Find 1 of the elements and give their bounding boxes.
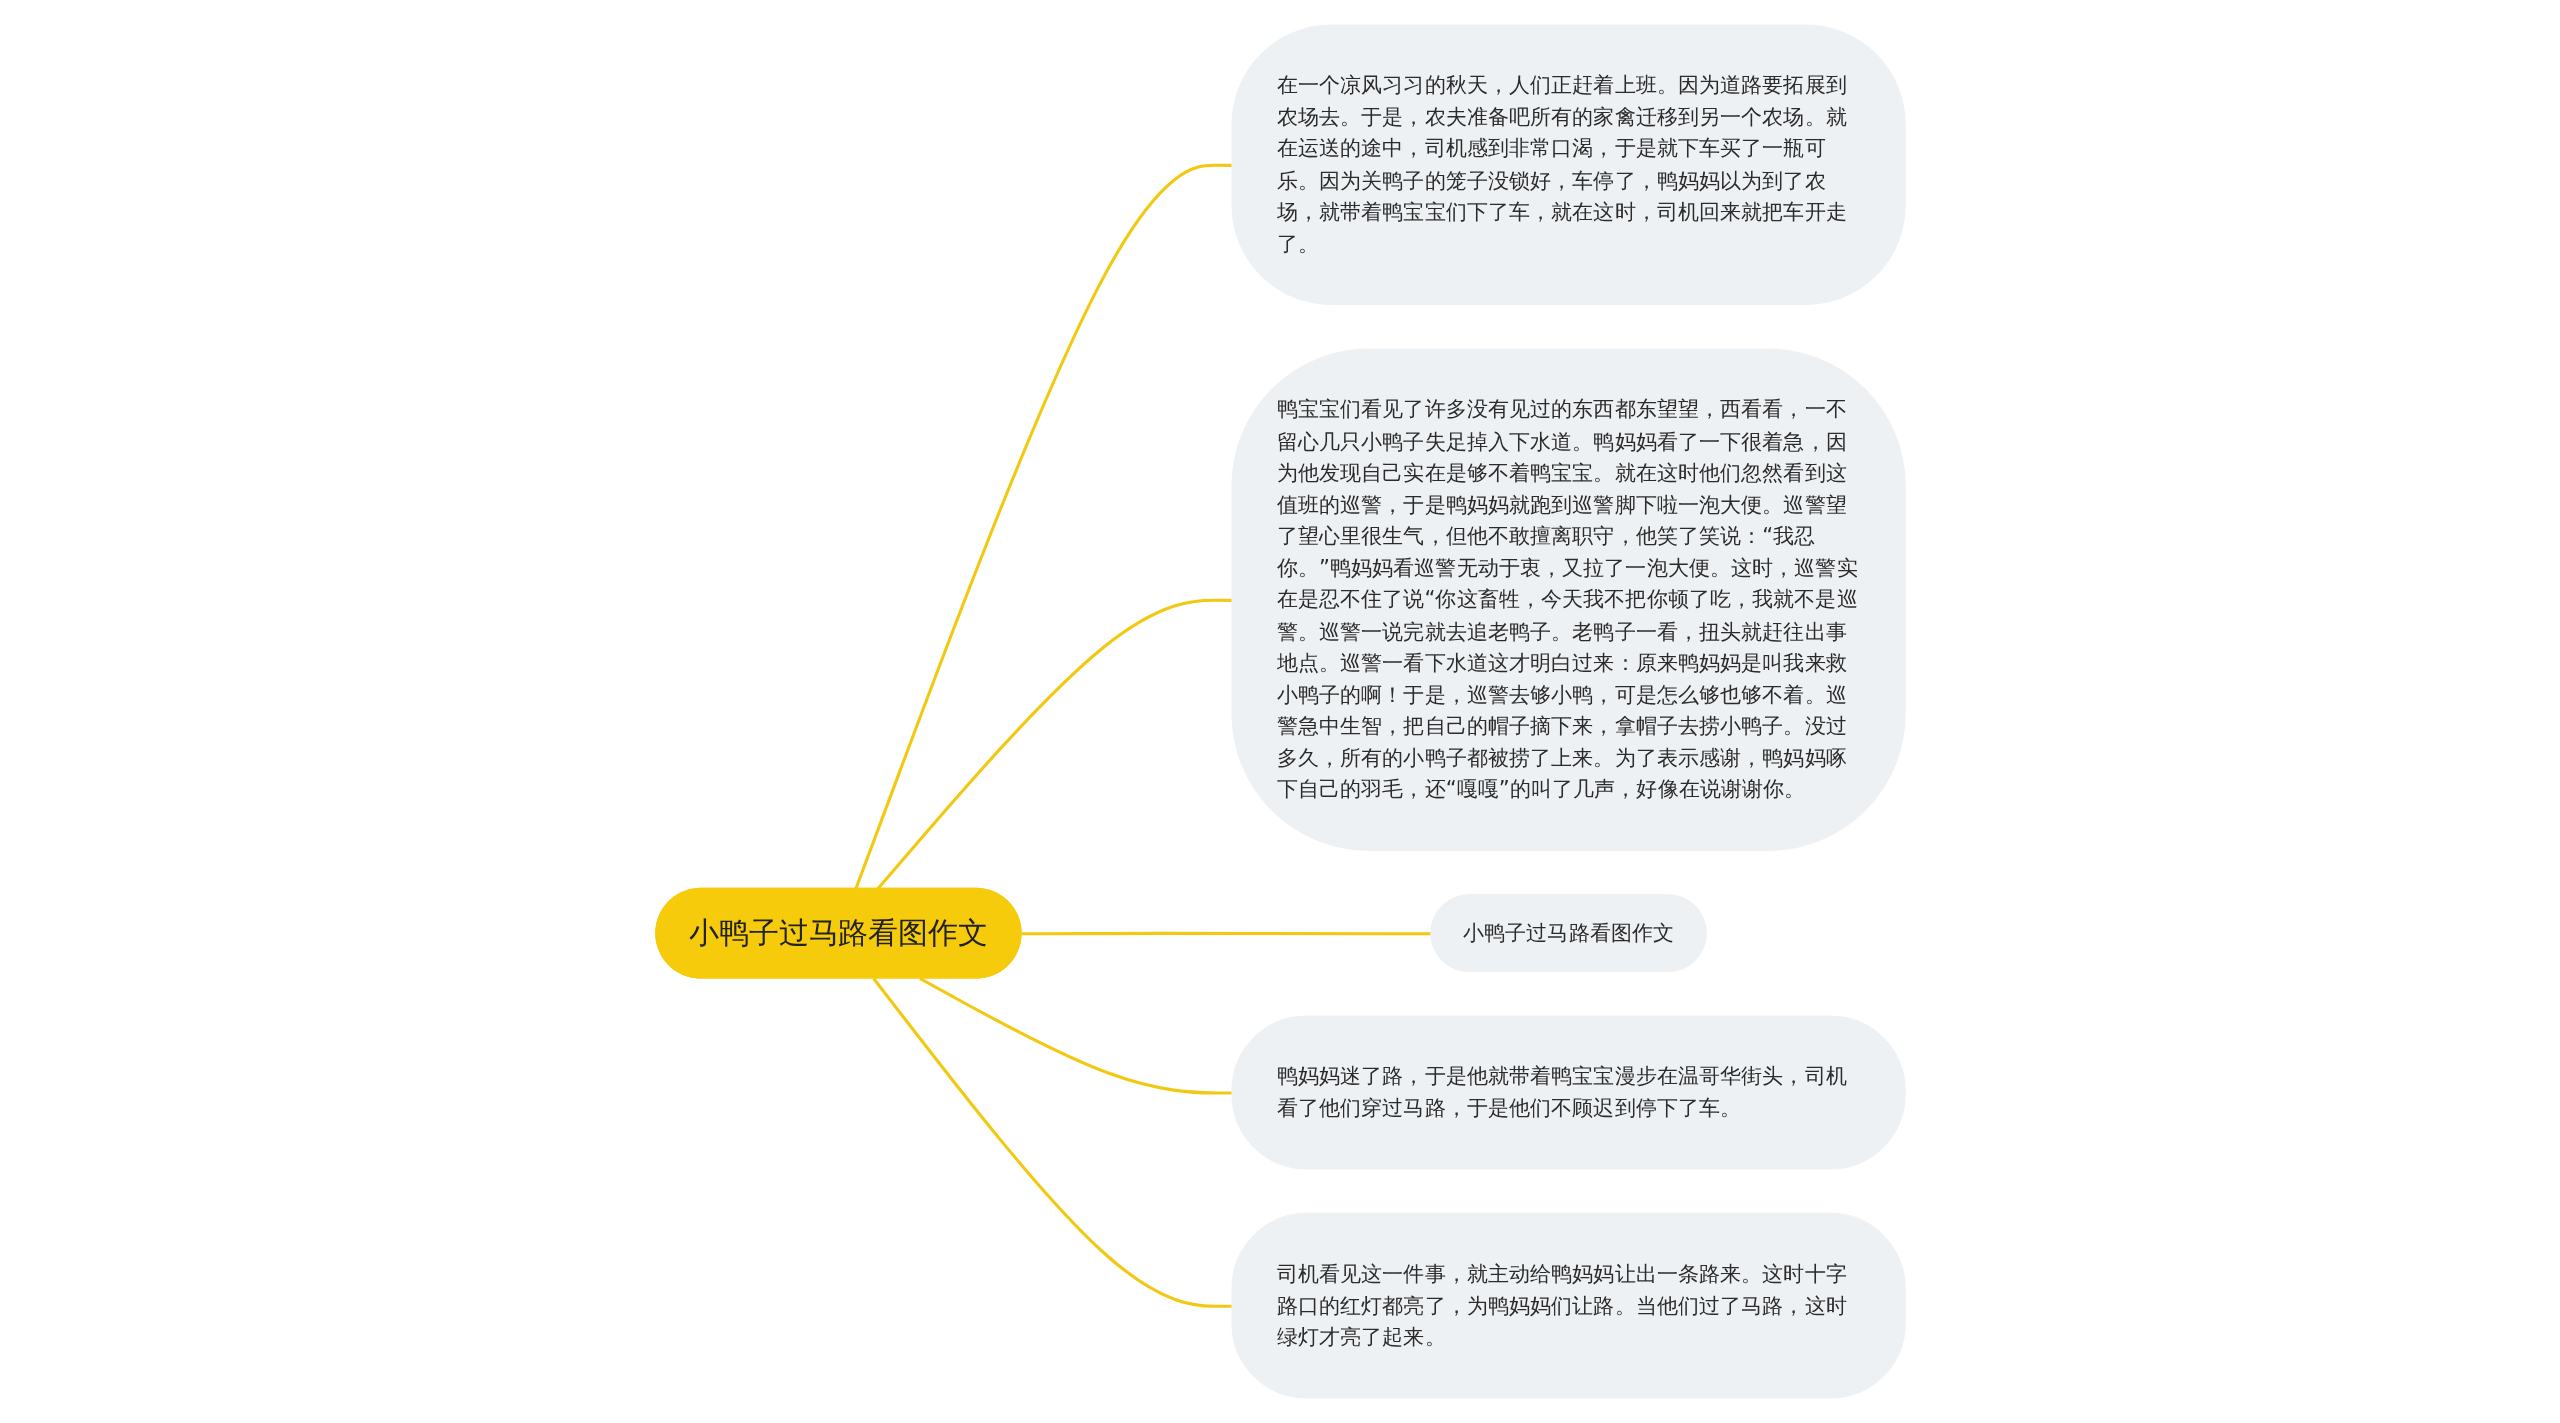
node-box: 鸭宝宝们看见了许多没有见过的东西都东望望，西看看，一不留心几只小鸭子失足掉入下水道。鸭妈妈看了一下很着急，因为他发现自己实在是够不着鸭宝宝。就在这时他们忽然看到这值班的巡警，于是鸭妈妈就跑到巡警脚下啦一泡大便。巡警望了望心里很生气，但他不敢擅离职守，他笑了笑说：“我忍你。”鸭妈妈看巡警无动于衷，又拉了一泡大便。这时，巡警实在是忍不住了说“你这畜牲，今天我不把你顿了吃，我就不是巡警。巡警一说完就去追老鸭子。老鸭子一看，扭头就赶往出事地点。巡警一看下水道这才明白过来：原来鸭妈妈是叫我来救小鸭子的啊！于是，巡警去够小鸭，可是怎么够也够不着。巡警急中生智，把自己的帽子摘下来，拿帽子去捞小鸭子。没过多久，所有的小鸭子都被捞了上来。为了表示感谢，鸭妈妈啄下自己的羽毛，还“嘎嘎”的叫了几声，好像在说谢谢你。 — [1230, 348, 1906, 851]
